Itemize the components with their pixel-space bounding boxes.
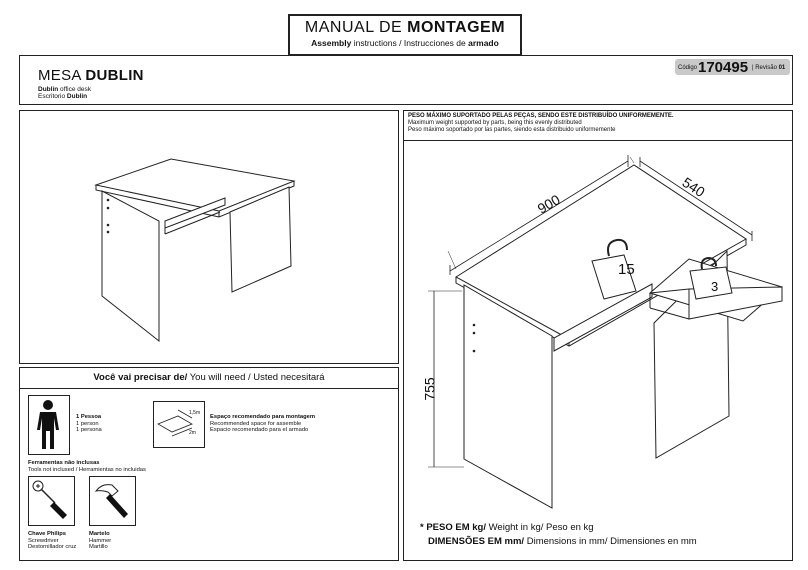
hammer-icon bbox=[94, 484, 128, 518]
subtitle-armado: armado bbox=[468, 38, 499, 48]
product-en-rest: office desk bbox=[60, 86, 91, 93]
subtitle-instructions: instructions bbox=[353, 38, 397, 48]
person-icon bbox=[37, 400, 59, 449]
tool1-en: Screwdriver bbox=[28, 537, 59, 544]
legend-weight-rest: Weight in kg/ Peso en kg bbox=[488, 522, 594, 533]
manual-title: MANUAL DE MONTAGEM bbox=[290, 19, 520, 37]
tool2-bold: Martelo bbox=[89, 531, 110, 537]
space-width-label: 1,5m bbox=[189, 410, 201, 416]
subtitle-instrucciones: Instrucciones de bbox=[403, 38, 466, 48]
space-text: Espaço recomendado para montagem Recomme… bbox=[210, 414, 315, 434]
need-title-rest: You will need / Usted necesitará bbox=[189, 372, 325, 383]
product-en: Dublin office desk bbox=[38, 86, 91, 93]
tool2-es: Martillo bbox=[89, 544, 108, 551]
legend-dim-bold: DIMENSÕES EM mm/ bbox=[428, 536, 525, 547]
dimensions-panel: PESO MÁXIMO SUPORTADO PELAS PEÇAS, SENDO… bbox=[403, 110, 793, 561]
you-will-need-heading: Você vai precisar de/ You will need / Us… bbox=[20, 368, 398, 389]
revision-number: 01 bbox=[778, 65, 786, 71]
manual-title-box: MANUAL DE MONTAGEM Assembly instructions… bbox=[288, 14, 522, 56]
need-title-bold: Você vai precisar de/ bbox=[93, 372, 188, 383]
product-en-bold: Dublin bbox=[38, 86, 59, 93]
legend-dim-rest: Dimensions in mm/ Dimensiones en mm bbox=[526, 536, 697, 547]
legend-weight: * PESO EM kg/ Weight in kg/ Peso en kg bbox=[420, 522, 594, 533]
product-es: Escritorio Dublin bbox=[38, 93, 91, 100]
product-name-light: MESA bbox=[38, 67, 81, 84]
legend-dimensions: DIMENSÕES EM mm/ Dimensions in mm/ Dimen… bbox=[428, 536, 697, 547]
tools-rest: Tools not inclused / Herramientas no inc… bbox=[28, 466, 146, 473]
screwdriver-text: Chave Philips Screwdriver Destornillador… bbox=[28, 531, 76, 551]
space-icon bbox=[157, 409, 193, 437]
dim-height: 755 bbox=[421, 377, 438, 401]
product-name: MESA DUBLIN bbox=[38, 67, 144, 84]
note-es: Peso máximo soportado por las partes, si… bbox=[408, 127, 616, 133]
screwdriver-icon-box bbox=[28, 476, 75, 526]
subtitle-sep: / bbox=[399, 38, 402, 48]
tool1-bold: Chave Philips bbox=[28, 531, 67, 537]
code-number: 170495 bbox=[698, 59, 749, 76]
space-bold: Espaço recomendado para montagem bbox=[210, 414, 316, 420]
title-light: MANUAL DE bbox=[304, 19, 403, 36]
note-bold: PESO MÁXIMO SUPORTADO PELAS PEÇAS, SENDO… bbox=[408, 113, 674, 119]
revision: | Revisão 01 bbox=[752, 65, 785, 71]
space-icon-box: 1,5m 2m bbox=[153, 401, 205, 448]
revision-label: | Revisão bbox=[752, 65, 777, 71]
desk-illustration-panel bbox=[19, 110, 399, 364]
product-subtitles: Dublin office desk Escritorio Dublin bbox=[38, 86, 91, 100]
code-label: Código bbox=[678, 65, 698, 71]
space-depth-label: 2m bbox=[189, 430, 196, 436]
you-will-need-panel: Você vai precisar de/ You will need / Us… bbox=[19, 367, 399, 561]
screwdriver-icon bbox=[32, 480, 67, 519]
subtitle-assembly: Assembly bbox=[311, 38, 352, 48]
hammer-text: Martelo Hammer Martillo bbox=[89, 531, 111, 551]
note-en: Maximum weight supported by parts, being… bbox=[408, 120, 582, 126]
space-en: Recommended space for assemble bbox=[210, 420, 302, 427]
dimension-drawing bbox=[428, 155, 784, 509]
product-es-rest: Escritorio bbox=[38, 93, 66, 100]
tool2-en: Hammer bbox=[89, 537, 112, 544]
product-name-bold: DUBLIN bbox=[85, 67, 144, 84]
product-code-badge: Código 170495 | Revisão 01 bbox=[675, 59, 790, 76]
product-es-bold: Dublin bbox=[66, 93, 88, 100]
desk-drawing bbox=[94, 158, 296, 343]
person-text: 1 Pessoa 1 person 1 persona bbox=[76, 414, 102, 434]
max-weight-note: PESO MÁXIMO SUPORTADO PELAS PEÇAS, SENDO… bbox=[404, 111, 792, 141]
title-bold: MONTAGEM bbox=[407, 19, 506, 36]
person-es: 1 persona bbox=[76, 427, 102, 434]
person-en: 1 person bbox=[76, 420, 99, 427]
space-es: Espacio recomendado para el armado bbox=[210, 427, 309, 434]
person-icon-box bbox=[28, 395, 70, 455]
legend-weight-bold: * PESO EM kg/ bbox=[420, 522, 486, 533]
product-bar: MESA DUBLIN Dublin office desk Escritori… bbox=[19, 55, 793, 105]
manual-subtitle: Assembly instructions / Instrucciones de… bbox=[290, 38, 520, 48]
tools-bold: Ferramentas não inclusas bbox=[28, 460, 100, 466]
tools-heading: Ferramentas não inclusas Tools not inclu… bbox=[28, 460, 146, 473]
tool1-es: Destornillador cruz bbox=[28, 544, 77, 551]
weight-drawer-value: 3 bbox=[711, 279, 719, 294]
hammer-icon-box bbox=[89, 476, 136, 526]
person-bold: 1 Pessoa bbox=[76, 414, 102, 420]
weight-top-value: 15 bbox=[618, 261, 635, 278]
